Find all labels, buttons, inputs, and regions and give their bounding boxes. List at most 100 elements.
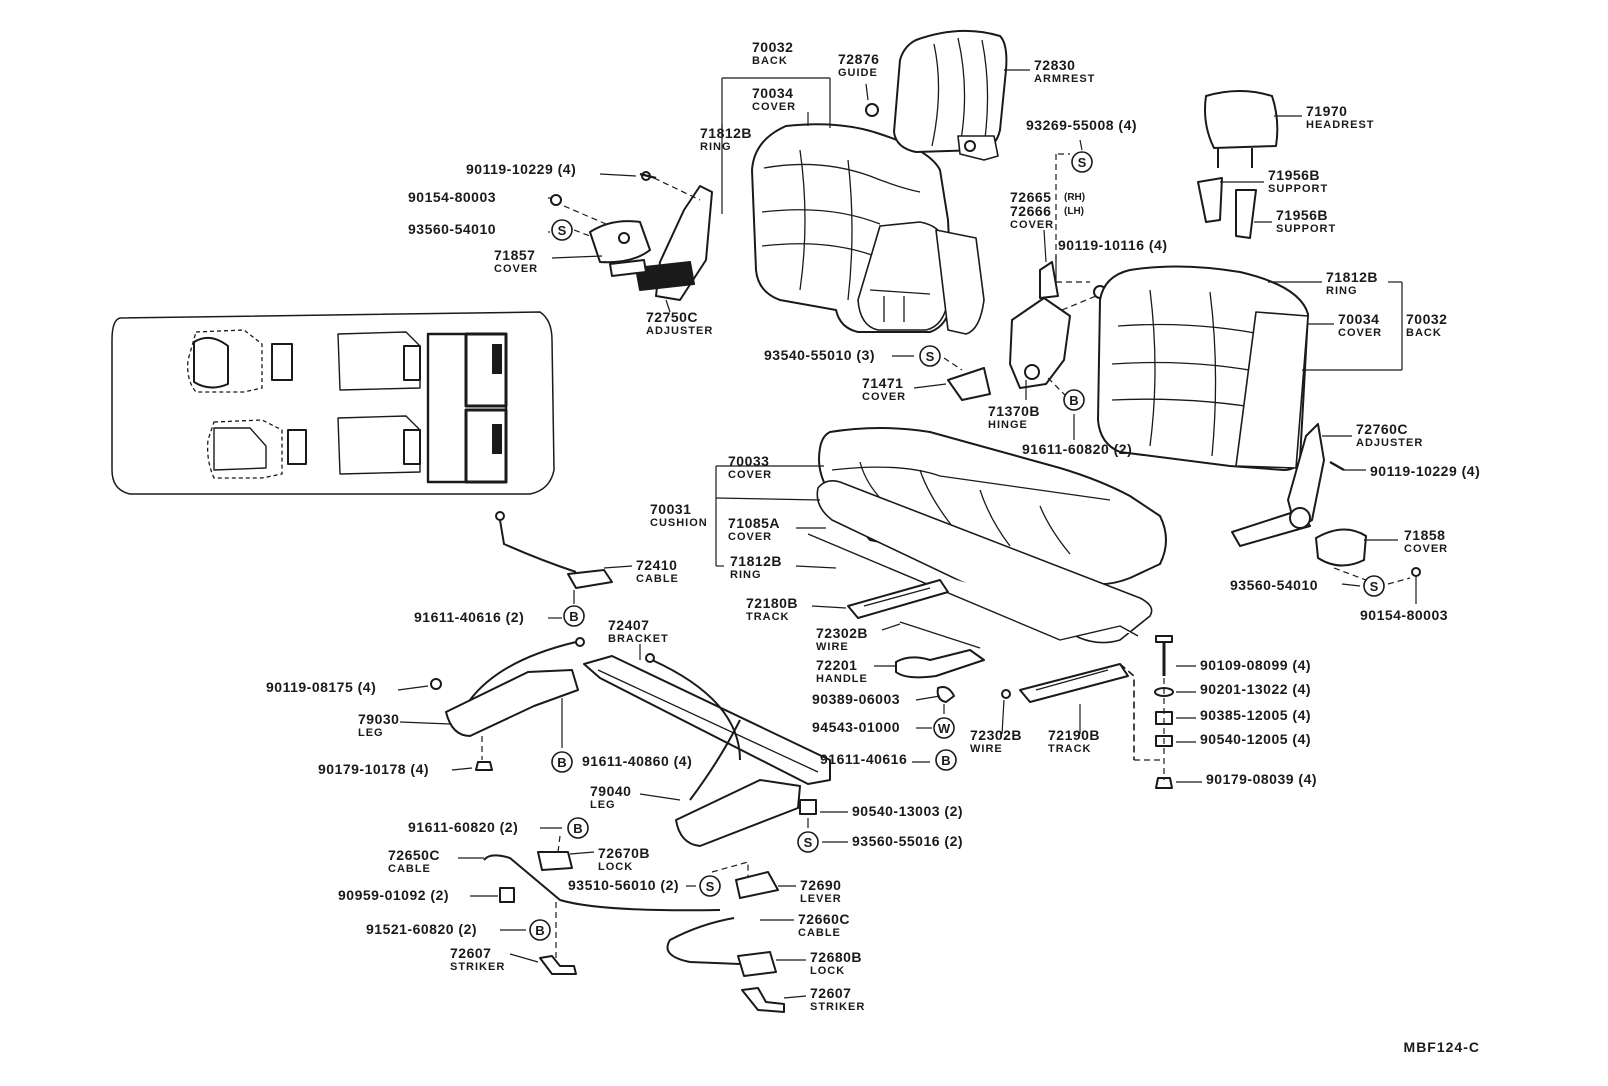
part-number: 91611-40616 (2) [414,609,524,625]
part-number: 90119-08175 (4) [266,679,376,695]
symbol-letter: B [569,609,578,624]
guide-part [865,103,879,117]
part-number: 93510-56010 (2) [568,877,679,893]
symbol-circle [563,605,585,627]
symbol-circle [699,875,721,897]
part-number: 91611-40616 [820,751,907,767]
part-number: 71956B [1268,167,1320,183]
part-number: 71471 [862,375,903,391]
symbol-circle [933,717,955,739]
callout-90540-12005: 90540-12005 (4) [1200,731,1311,747]
part-number: 72407 [608,617,649,633]
callout-91611-40860: 91611-40860 (4) [582,753,692,769]
symbol-circle [529,919,551,941]
symbol-circle [1063,389,1085,411]
part-number: 72660C [798,911,850,927]
diagram-code: MBF124-C [1404,1039,1480,1055]
part-number: 72750C [646,309,698,325]
right-seat-back [1097,265,1309,471]
symbol-circle [797,831,819,853]
symbol-circle [567,817,589,839]
part-name: LOCK [598,861,633,873]
part-number: 91611-40860 (4) [582,753,692,769]
part-number: 91611-60820 (2) [408,819,518,835]
part-number: 72670B [598,845,650,861]
symbol-circle [919,345,941,367]
part-number: 90385-12005 (4) [1200,707,1311,723]
part-number: 72607 [810,985,851,1001]
part-number: 93540-55010 (3) [764,347,875,363]
part-name: COVER [728,531,772,543]
part-name: LOCK [810,965,845,977]
part-number: 90119-10116 (4) [1058,237,1167,253]
part-name: CABLE [388,863,431,875]
symbol-letter: S [706,879,715,894]
callout-90201-13022: 90201-13022 (4) [1200,681,1311,697]
part-name: TRACK [1048,743,1092,755]
symbol-s-93560-55016: S [797,831,819,853]
part-name: RING [730,569,762,581]
part-number: 72830 [1034,57,1075,73]
callout-91611-60820-b: 91611-60820 (2) [408,819,518,835]
part-number: 72760C [1356,421,1408,437]
part-number: 90109-08099 (4) [1200,657,1311,673]
part-name: RING [700,141,732,153]
callout-90119-10116: 90119-10116 (4) [1058,237,1167,253]
part-number: 91611-60820 (2) [1022,441,1132,457]
callout-90119-10229-b: 90119-10229 (4) [1370,463,1480,479]
part-name: COVER [1010,219,1054,231]
part-number: 90179-10178 (4) [318,761,429,777]
symbol-letter: B [1069,393,1078,408]
callout-91611-60820-a: 91611-60820 (2) [1022,441,1132,457]
symbol-letter: S [558,223,567,238]
part-name: COVER [494,263,538,275]
side-marker-rh: (RH) [1064,192,1085,203]
symbol-letter: S [1078,155,1087,170]
part-number: 70033 [728,453,769,469]
part-number: 71858 [1404,527,1445,543]
part-number: 91521-60820 (2) [366,921,477,937]
symbol-letter: B [535,923,544,938]
lower-frame-assembly [430,511,831,1013]
callout-93560-54010-a: 93560-54010 [408,221,496,237]
part-name: SUPPORT [1268,183,1328,195]
part-name: TRACK [746,611,790,623]
part-name: WIRE [816,641,849,653]
part-name: CABLE [798,927,841,939]
symbol-circle [1071,151,1093,173]
callout-90179-10178: 90179-10178 (4) [318,761,429,777]
callout-93540-55010: 93540-55010 (3) [764,347,875,363]
callout-90959-01092: 90959-01092 (2) [338,887,449,903]
part-number: 72180B [746,595,798,611]
part-number: 72607 [450,945,491,961]
part-name: SUPPORT [1276,223,1336,235]
symbol-letter: B [557,755,566,770]
part-number: 71812B [1326,269,1378,285]
part-name: LEG [358,727,384,739]
symbol-s-93510: S [699,875,721,897]
symbol-b-91611-40616-a: B [563,605,585,627]
part-name: RING [1326,285,1358,297]
callout-90385-12005: 90385-12005 (4) [1200,707,1311,723]
part-number: 71956B [1276,207,1328,223]
part-name: COVER [1338,327,1382,339]
part-number: 79040 [590,783,631,799]
